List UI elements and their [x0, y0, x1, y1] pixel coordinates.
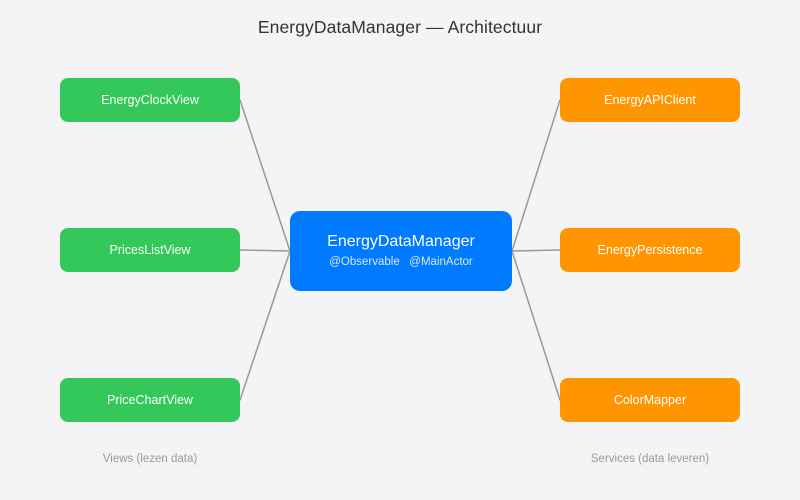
node-label: PriceChartView — [107, 392, 193, 407]
node-priceslistview[interactable]: PricesListView — [60, 228, 240, 272]
edge-pricechartview-to-manager — [239, 250, 291, 401]
node-energyclockview[interactable]: EnergyClockView — [60, 78, 240, 122]
edge-manager-to-energypersistence — [511, 249, 561, 252]
edge-manager-to-energyapiclient — [511, 99, 561, 252]
node-label: ColorMapper — [613, 392, 687, 407]
edge-manager-to-colormapper — [511, 250, 561, 401]
caption-services: Services (data leveren) — [590, 453, 710, 465]
node-pricechartview[interactable]: PriceChartView — [60, 378, 240, 422]
node-energypersistence[interactable]: EnergyPersistence — [560, 228, 740, 272]
node-label: EnergyAPIClient — [604, 92, 696, 107]
edge-energyclockview-to-manager — [239, 99, 291, 252]
diagram-title: EnergyDataManager — Architectuur — [257, 17, 543, 37]
node-energyapiclient[interactable]: EnergyAPIClient — [560, 78, 740, 122]
node-title: EnergyDataManager — [327, 232, 475, 250]
edge-priceslistview-to-manager — [239, 249, 291, 252]
node-label: PricesListView — [109, 242, 191, 257]
node-energydatamanager[interactable]: EnergyDataManager @Observable @MainActor — [290, 211, 512, 291]
node-attributes: @Observable @MainActor — [329, 256, 473, 269]
caption-views: Views (lezen data) — [102, 453, 198, 465]
node-label: EnergyPersistence — [597, 242, 703, 257]
node-colormapper[interactable]: ColorMapper — [560, 378, 740, 422]
node-label: EnergyClockView — [101, 92, 199, 107]
